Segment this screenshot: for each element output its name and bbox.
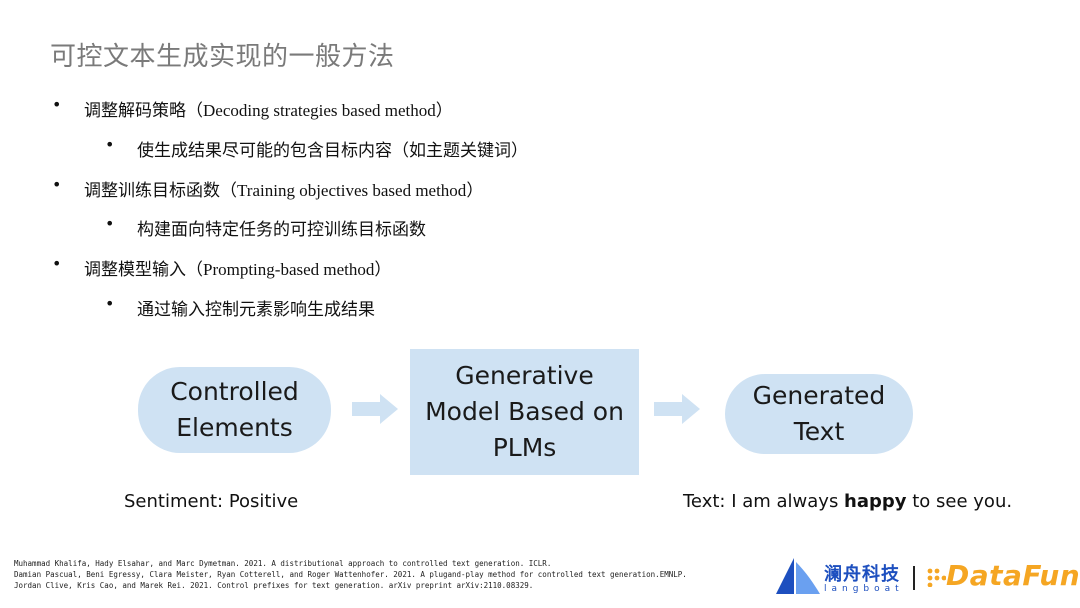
arrow-right-icon xyxy=(654,394,700,424)
langboat-cn-text: 澜舟科技 xyxy=(824,564,900,585)
bullet-dot: • xyxy=(105,135,115,154)
bullet-dot: • xyxy=(105,294,115,313)
datafun-logo: DataFun. xyxy=(926,557,1080,597)
bullet-item: •调整模型输入（Prompting-based method） xyxy=(52,254,392,280)
logo-separator xyxy=(913,566,915,590)
sail-icon xyxy=(776,558,820,594)
caption-sentiment: Sentiment: Positive xyxy=(124,491,299,512)
datafun-text: DataFun. xyxy=(946,559,1080,592)
langboat-en-text: langboat xyxy=(824,584,904,594)
reference-item: Muhammad Khalifa, Hady Elsahar, and Marc… xyxy=(14,559,552,568)
langboat-logo: 澜舟科技 langboat xyxy=(776,556,900,598)
reference-item: Damian Pascual, Beni Egressy, Clara Meis… xyxy=(14,570,687,579)
sub-bullet-item: •通过输入控制元素影响生成结果 xyxy=(105,294,375,320)
caption-generated-example: Text: I am always happy to see you. xyxy=(683,491,1013,512)
bullet-dot: • xyxy=(52,254,62,273)
bullet-item: •调整训练目标函数（Training objectives based meth… xyxy=(52,175,484,201)
dots-icon xyxy=(927,568,946,587)
reference-item: Jordan Clive, Kris Cao, and Marek Rei. 2… xyxy=(14,581,534,590)
arrow-right-icon xyxy=(352,394,398,424)
bullet-dot: • xyxy=(52,175,62,194)
sub-bullet-item: •构建面向特定任务的可控训练目标函数 xyxy=(105,214,426,240)
bullet-dot: • xyxy=(105,214,115,233)
sub-bullet-item: •使生成结果尽可能的包含目标内容（如主题关键词） xyxy=(105,135,528,161)
bullet-item: •调整解码策略（Decoding strategies based method… xyxy=(52,95,453,121)
bullet-dot: • xyxy=(52,95,62,114)
page-title: 可控文本生成实现的一般方法 xyxy=(50,42,395,72)
references: Muhammad Khalifa, Hady Elsahar, and Marc… xyxy=(14,558,687,591)
